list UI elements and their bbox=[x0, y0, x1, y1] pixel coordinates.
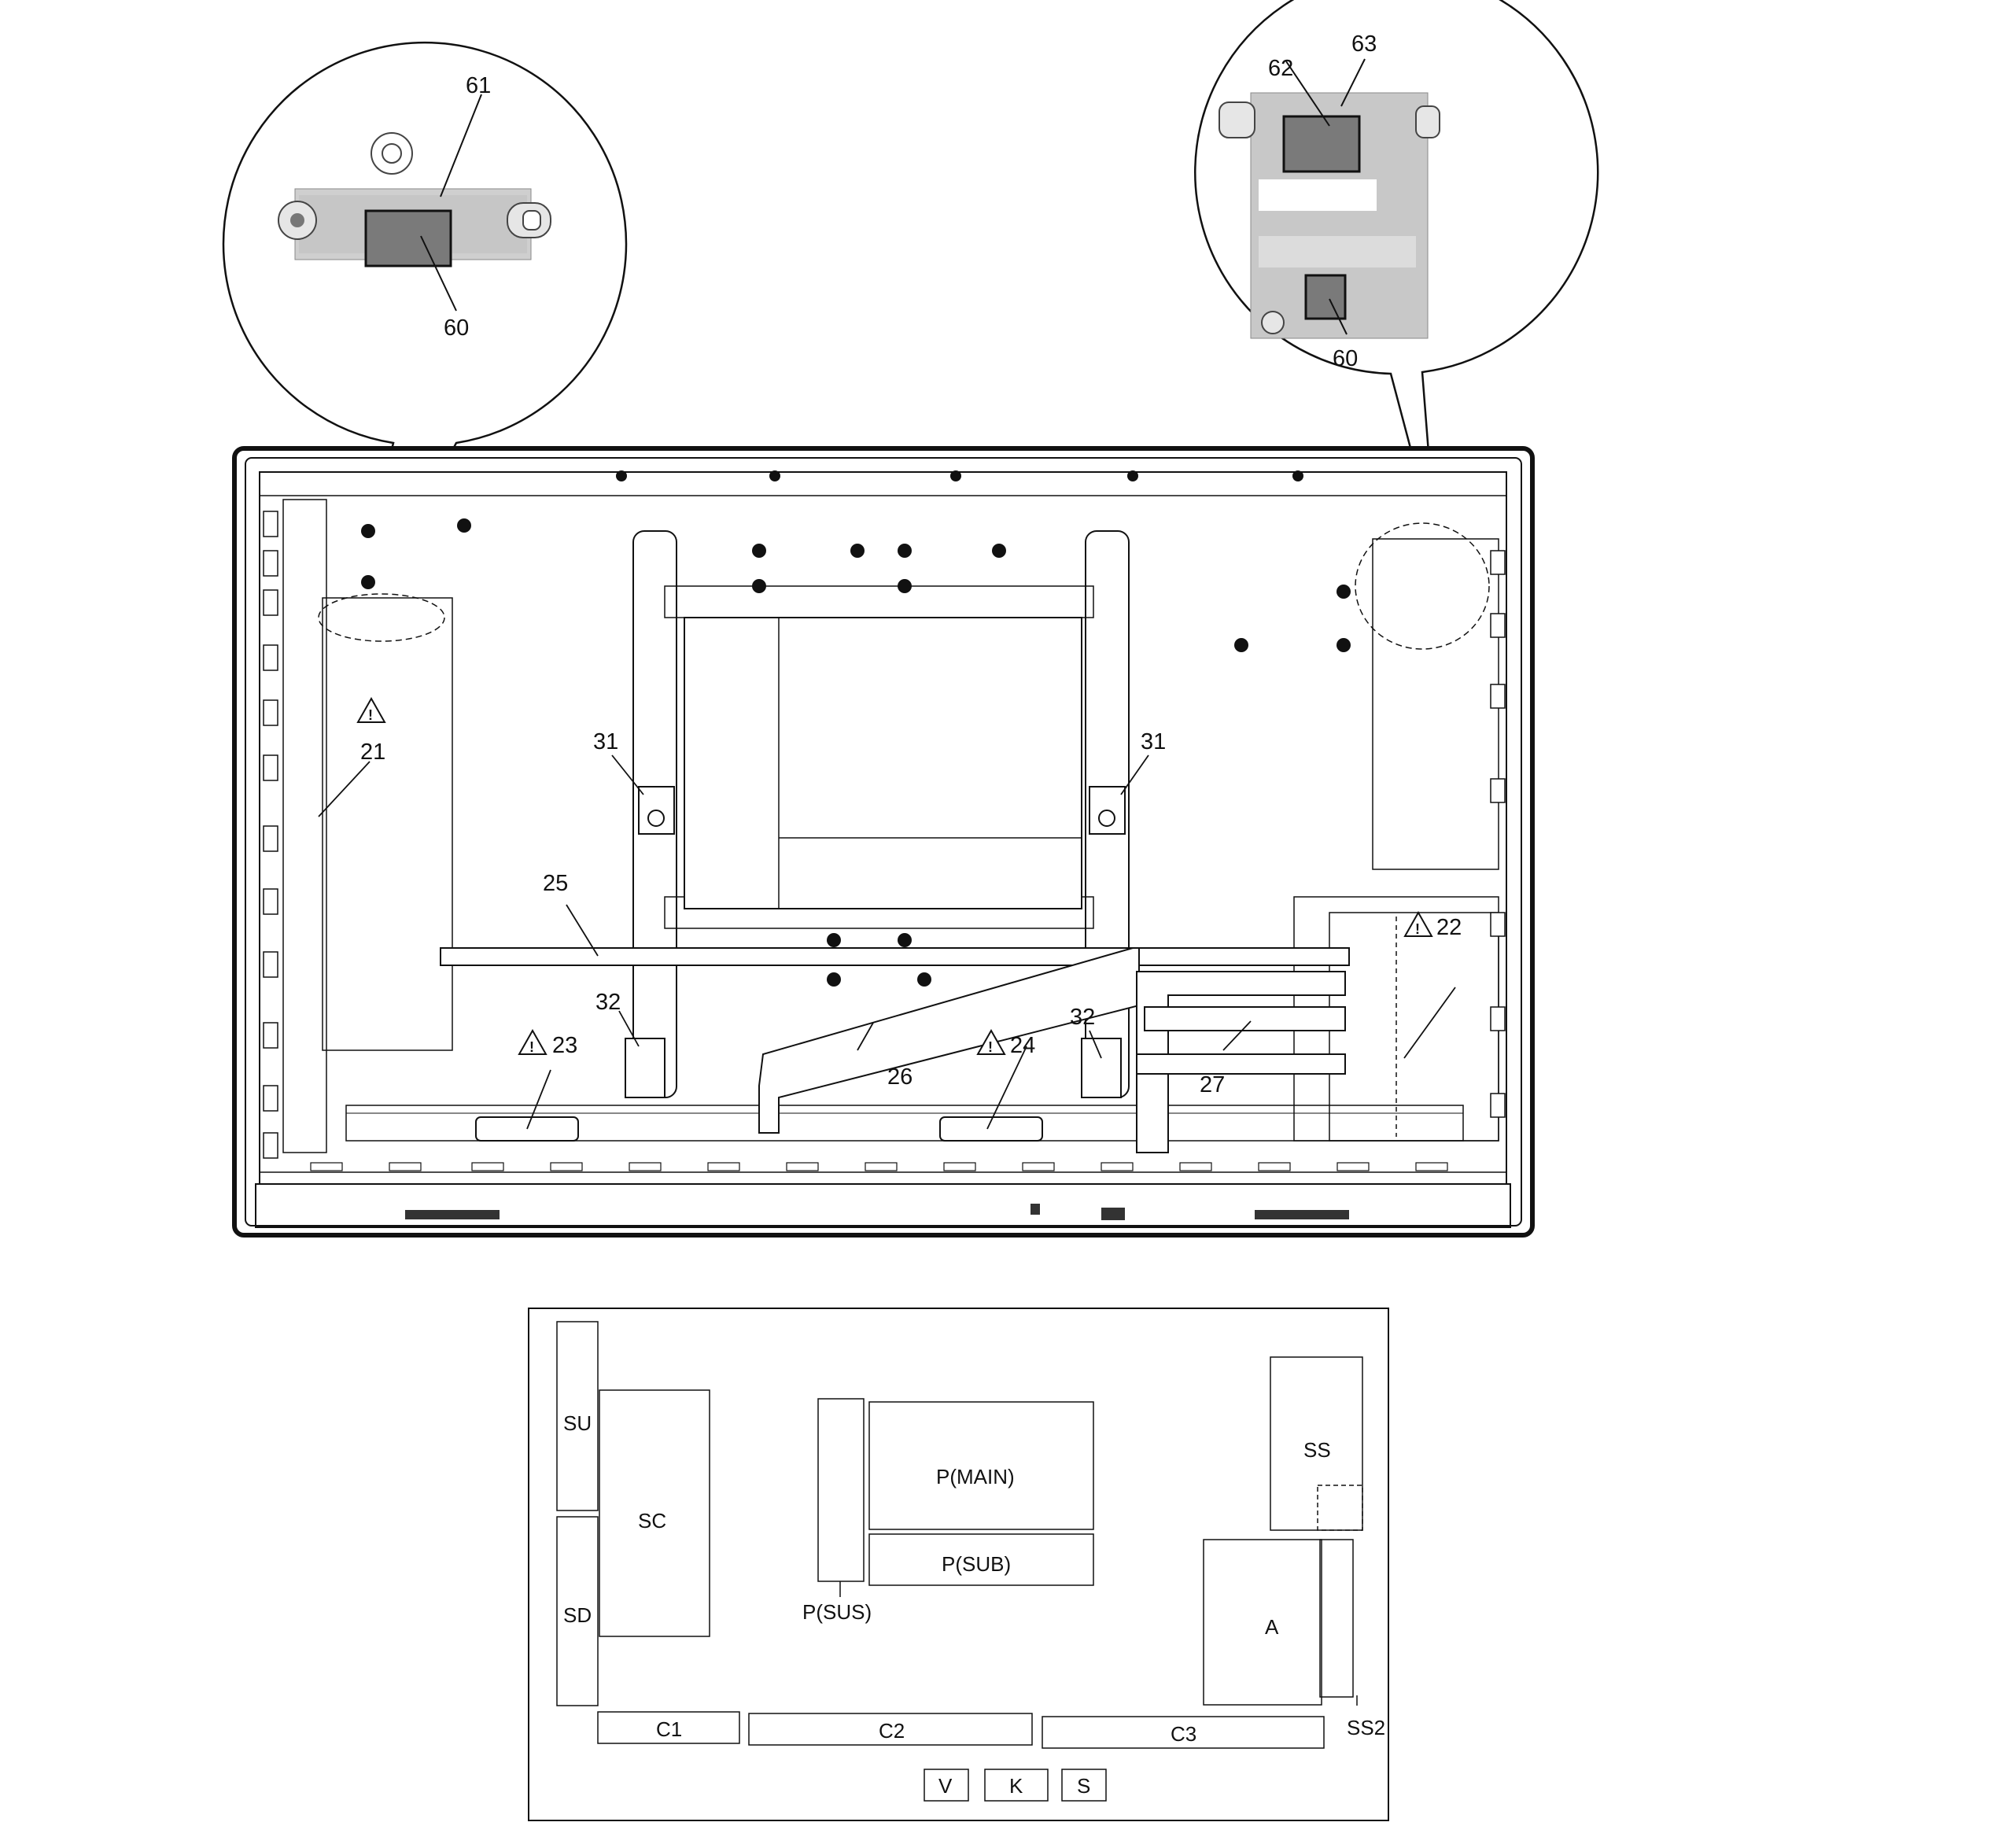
label-c3: C3 bbox=[1171, 1722, 1196, 1746]
cable-25 bbox=[440, 947, 1350, 966]
board-p-sub bbox=[868, 1533, 1094, 1586]
label-p-main: P(MAIN) bbox=[936, 1465, 1015, 1488]
callout-25: 25 bbox=[543, 871, 568, 896]
part-60-left bbox=[364, 209, 452, 267]
warning-triangle-icon bbox=[518, 1028, 548, 1055]
callout-32-left: 32 bbox=[595, 990, 621, 1015]
callout-26: 26 bbox=[887, 1064, 913, 1090]
label-p-sub: P(SUB) bbox=[942, 1552, 1011, 1576]
board-p-sus bbox=[817, 1398, 865, 1582]
label-v: V bbox=[938, 1774, 953, 1798]
warning-triangle-icon bbox=[976, 1028, 1006, 1055]
cable-27 bbox=[1136, 971, 1346, 1153]
board-c3 bbox=[1042, 1716, 1325, 1749]
callout-32-right: 32 bbox=[1070, 1005, 1095, 1030]
bracket-32-right bbox=[1081, 1038, 1122, 1098]
board-c1 bbox=[597, 1711, 740, 1744]
callout-60-right: 60 bbox=[1333, 346, 1358, 371]
board-layout-legend: SU SC SD P(SUS) P(MAIN) P(SUB) SS A SS2 … bbox=[528, 1308, 1389, 1821]
label-k: K bbox=[1009, 1774, 1023, 1798]
board-ss bbox=[1270, 1356, 1363, 1531]
svg-text:!: ! bbox=[988, 1039, 993, 1055]
callout-27: 27 bbox=[1200, 1072, 1225, 1097]
board-p-main bbox=[868, 1401, 1094, 1530]
warning-triangle-icon bbox=[1403, 910, 1433, 937]
callout-62: 62 bbox=[1268, 56, 1293, 81]
callout-31-right: 31 bbox=[1141, 729, 1166, 754]
label-c2: C2 bbox=[879, 1719, 905, 1743]
part-60-right bbox=[1304, 274, 1347, 320]
callout-63: 63 bbox=[1351, 31, 1377, 57]
svg-text:!: ! bbox=[368, 707, 373, 723]
board-sc bbox=[599, 1389, 710, 1637]
label-su: SU bbox=[563, 1411, 592, 1435]
callout-21: 21 bbox=[360, 740, 385, 765]
bracket-32-left bbox=[625, 1038, 665, 1098]
detail-magnifier-left: 61 60 bbox=[222, 41, 628, 597]
label-sd: SD bbox=[563, 1603, 592, 1627]
label-a: A bbox=[1265, 1615, 1279, 1639]
part-62 bbox=[1282, 115, 1361, 173]
board-sd bbox=[556, 1516, 599, 1706]
label-ss: SS bbox=[1303, 1438, 1331, 1462]
svg-text:!: ! bbox=[1415, 921, 1420, 937]
board-s bbox=[1061, 1769, 1107, 1802]
board-v bbox=[924, 1769, 969, 1802]
board-ss2 bbox=[1319, 1539, 1354, 1698]
board-su bbox=[556, 1321, 599, 1511]
part-24 bbox=[939, 1116, 1043, 1142]
board-c2 bbox=[748, 1713, 1033, 1746]
board-k bbox=[984, 1769, 1049, 1802]
callout-24: 24 bbox=[1010, 1033, 1035, 1058]
callout-23: 23 bbox=[552, 1033, 577, 1058]
warning-triangle-icon bbox=[356, 696, 386, 723]
callout-60-left: 60 bbox=[444, 315, 469, 341]
label-sc: SC bbox=[638, 1509, 666, 1533]
callout-61: 61 bbox=[466, 73, 491, 98]
detail-magnifier-right: 62 63 60 bbox=[1194, 0, 1599, 544]
label-s: S bbox=[1077, 1774, 1090, 1798]
svg-text:!: ! bbox=[529, 1039, 534, 1055]
label-c1: C1 bbox=[656, 1717, 682, 1741]
callout-22: 22 bbox=[1436, 915, 1462, 940]
tv-chassis-rear-view bbox=[232, 446, 1535, 1238]
board-a bbox=[1203, 1539, 1322, 1706]
label-ss2: SS2 bbox=[1347, 1716, 1385, 1739]
label-p-sus: P(SUS) bbox=[802, 1600, 872, 1624]
callout-31-left: 31 bbox=[593, 729, 618, 754]
